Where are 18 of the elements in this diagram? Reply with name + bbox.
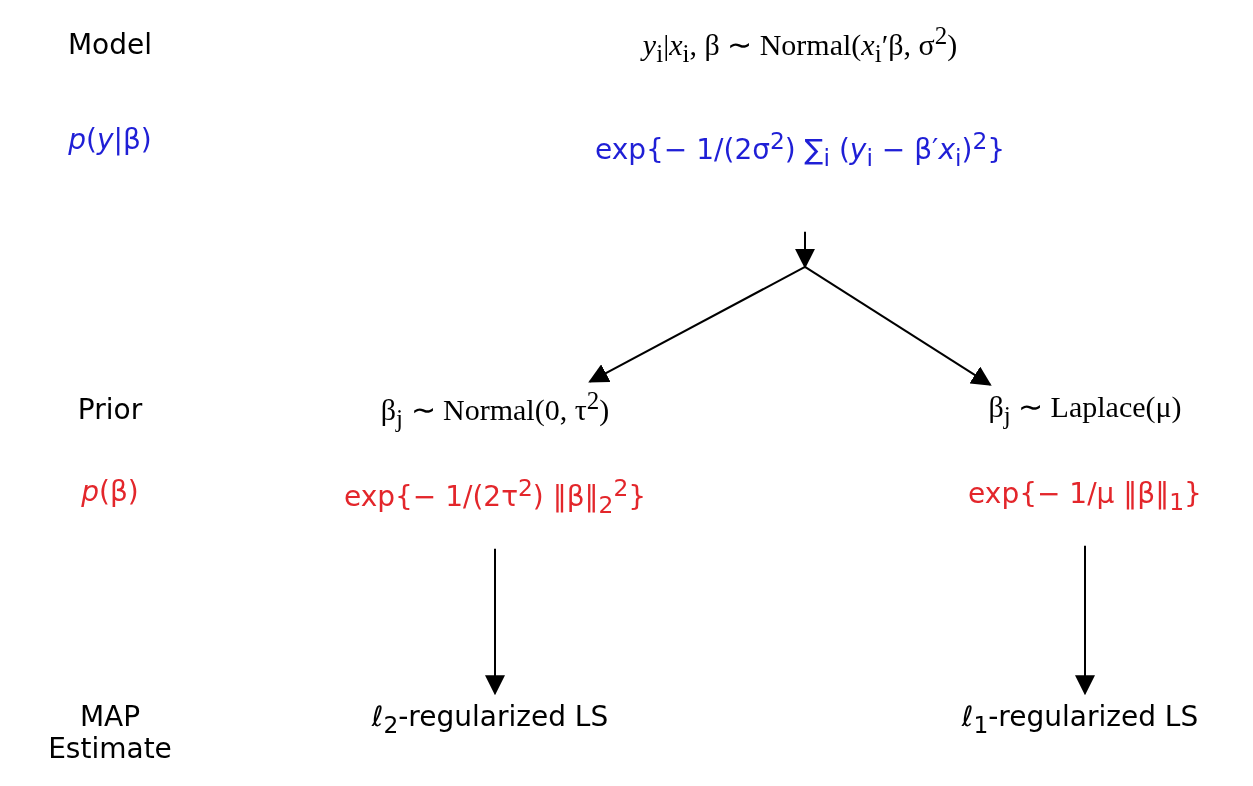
prior-formula: β$_{j}$ ∼ Normal(0, τ$^{2}$) — [380, 386, 610, 434]
estimate-text: ℓ$_{1}$-regularized LS — [961, 701, 1199, 739]
prior-formula: β$_{j}$ ∼ Laplace(μ) — [988, 389, 1182, 431]
row-label: MAP Estimate — [47, 700, 173, 766]
row-label: Prior — [77, 393, 143, 427]
arrow — [588, 265, 806, 383]
row-label: Model — [67, 28, 153, 62]
model-formula: y$_{i}$|x$_{i}$, β ∼ Normal(x$_{i}$′β, σ$^{2}$) — [642, 21, 958, 69]
row-label: p(β) — [81, 475, 139, 509]
arrow — [804, 265, 992, 386]
arrow — [1075, 544, 1095, 696]
prior-density-formula: exp{− 1/μ ‖β‖$_{1}$} — [968, 478, 1202, 516]
likelihood-formula: exp{− 1/(2σ$^{2}$) ∑$_{i}$ (y$_{i}$ − β′x$_{i}$)$^{2}$} — [594, 128, 1006, 172]
row-label: p(y|β) — [68, 123, 152, 157]
prior-density-formula: exp{− 1/(2τ$^{2}$) ‖β‖$_{2}$$^{2}$} — [343, 475, 647, 519]
arrow — [485, 547, 505, 696]
arrow — [795, 230, 815, 269]
estimate-text: ℓ$_{2}$-regularized LS — [371, 701, 609, 739]
